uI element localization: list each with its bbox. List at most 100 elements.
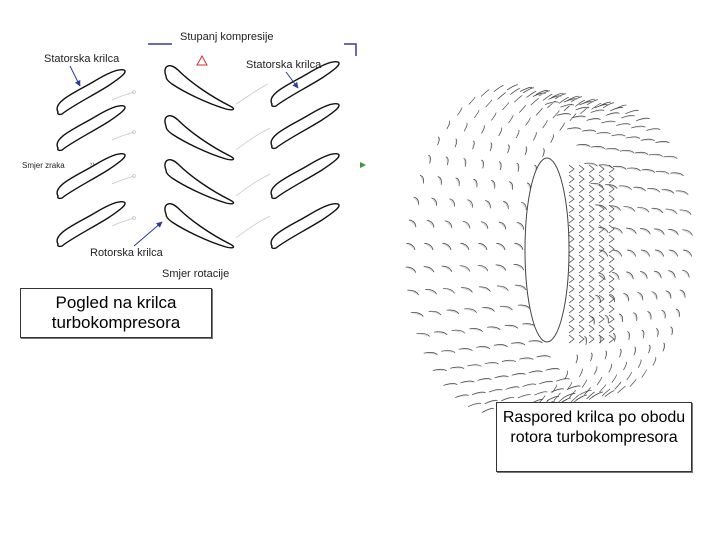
rotor-blade	[464, 308, 478, 313]
rotor-blade	[637, 359, 642, 368]
rotor-blade	[675, 190, 689, 196]
inner-blade-chevron	[608, 294, 615, 304]
inner-blade-chevron	[608, 204, 615, 214]
rotor-blade	[426, 220, 435, 228]
rotor-blade	[524, 146, 528, 156]
caption-blades-view: Pogled na krilca turbokompresora	[20, 288, 212, 338]
rotor-blade	[558, 97, 569, 104]
rotor-blade	[633, 346, 637, 356]
rotor-blade	[599, 384, 607, 393]
inner-blade-chevron	[568, 244, 575, 254]
rotor-blade	[450, 366, 465, 369]
rotor-blade	[501, 397, 515, 402]
rotor-blade	[618, 313, 624, 323]
rotor-blade	[571, 115, 586, 119]
rotor-blade	[625, 109, 639, 115]
rotor-blade	[519, 357, 534, 360]
inner-blade-chevron	[598, 164, 605, 174]
right-small-marker	[360, 162, 366, 168]
rotor-blade	[474, 109, 480, 119]
rotor-blade	[579, 390, 592, 396]
stator-right-label: Statorska krilca	[246, 59, 322, 71]
rotor-blade	[516, 222, 525, 230]
rotor-blade	[563, 98, 577, 103]
rotor-blade	[586, 118, 601, 121]
inner-blade-chevron	[588, 264, 595, 274]
rotor-blade	[478, 286, 491, 292]
flow-streaks	[111, 83, 271, 239]
rotor-blade	[608, 363, 613, 373]
rotor-blade	[641, 169, 656, 173]
stage-bracket	[148, 43, 357, 56]
rotor-blade	[593, 366, 598, 375]
inner-blade-chevron	[608, 324, 615, 334]
rotor-blade	[682, 229, 693, 236]
rotor-blade	[535, 107, 543, 116]
rotor-blade	[423, 266, 435, 273]
rotor-blade	[478, 243, 488, 251]
rotor-blade	[508, 114, 514, 124]
inner-blade-chevron	[608, 194, 615, 204]
rotor-blade	[463, 122, 468, 132]
rotor-blade	[502, 102, 510, 111]
rotor-blade	[545, 101, 559, 105]
rotor-blade	[517, 394, 531, 399]
inner-blade-chevron	[568, 284, 575, 294]
inner-blade-chevron	[568, 294, 575, 304]
rotor-blade	[506, 84, 519, 91]
rotor-blade	[528, 370, 543, 374]
inner-blade-chevron	[578, 224, 585, 234]
rotor-blade	[525, 117, 531, 126]
rotor-blade	[471, 391, 486, 396]
rotor-blade	[481, 125, 485, 134]
inner-blade-chevron	[598, 224, 605, 234]
rotor-blade	[661, 189, 675, 194]
rotor-blade	[423, 352, 438, 356]
rotor-blade	[443, 288, 455, 294]
rotor-blade	[498, 161, 502, 171]
rotor-blade	[473, 178, 478, 188]
rotor-blade	[670, 326, 673, 336]
inner-blade-chevron	[588, 314, 595, 324]
rotor-blade	[584, 162, 598, 167]
rotor-blade	[536, 355, 551, 358]
rotor-blade	[539, 380, 554, 385]
rotor-blade	[498, 221, 507, 230]
rotor-blade	[410, 312, 424, 317]
inner-blade-chevron	[598, 264, 605, 274]
rotor-blade	[522, 87, 535, 94]
inner-blade-chevron	[568, 174, 575, 184]
inner-blade-chevron	[598, 254, 605, 264]
rotor-blade	[405, 266, 417, 273]
rotor-blade	[494, 375, 509, 379]
inner-blade-chevron	[578, 274, 585, 284]
rotor-blade	[467, 199, 473, 208]
rotor-blade	[609, 107, 624, 112]
rotor-blade	[640, 228, 651, 235]
rotor-blade	[437, 176, 442, 185]
inner-blade-chevron	[608, 184, 615, 194]
rotor-blade	[618, 185, 632, 191]
rotor-blade	[520, 201, 527, 211]
rotor-blade	[598, 249, 609, 257]
inner-blade-chevron	[578, 234, 585, 244]
rotor-blade	[596, 131, 611, 135]
rotor-blade	[576, 144, 591, 148]
rotor-blade	[679, 209, 692, 215]
inner-blade-chevron	[598, 294, 605, 304]
rotor-blade	[532, 92, 547, 97]
rotor-blade	[556, 113, 571, 116]
rotor-blade	[553, 392, 561, 401]
rotor-blade	[570, 96, 583, 103]
rotor-blade	[631, 125, 646, 129]
rotor-blade	[655, 170, 670, 175]
rotor-blade	[548, 95, 562, 100]
inner-blade-chevron	[568, 264, 575, 274]
rotor-blade	[654, 228, 665, 235]
inner-blade-chevron	[578, 314, 585, 324]
rotor-blade	[419, 175, 424, 184]
rotor-blade	[454, 138, 458, 148]
rotor-blade	[612, 227, 623, 234]
rotor-blade	[641, 369, 647, 378]
rotor-blade	[665, 208, 678, 215]
